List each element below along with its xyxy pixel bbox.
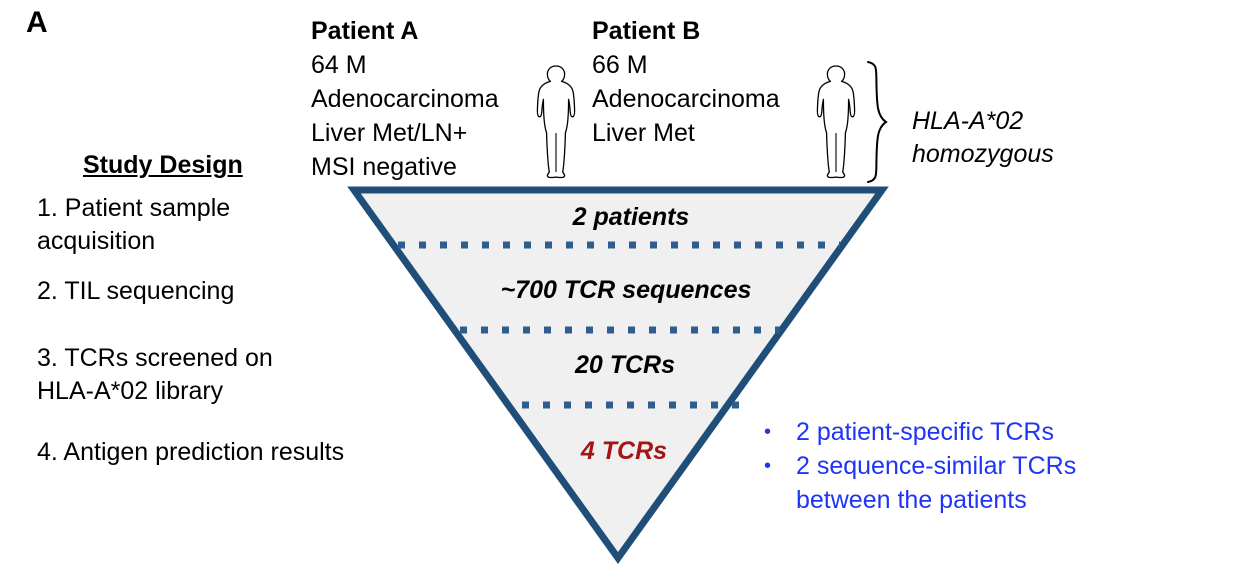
results-list: 2 patient-specific TCRs 2 sequence-simil… <box>762 415 1076 517</box>
patient-a-info: Patient A 64 M Adenocarcinoma Liver Met/… <box>311 14 499 184</box>
funnel-tier-label-1: 2 patients <box>572 203 690 231</box>
study-step-2-line-1: 2. TIL sequencing <box>37 277 235 305</box>
patient-a-name: Patient A <box>311 17 419 45</box>
study-design-heading: Study Design <box>83 151 243 179</box>
patient-b-info: Patient B 66 M Adenocarcinoma Liver Met <box>592 14 780 150</box>
patient-a-msi: MSI negative <box>311 153 457 181</box>
hla-annotation: HLA-A*02 homozygous <box>912 105 1054 171</box>
funnel-tier-label-4: 4 TCRs <box>580 437 668 465</box>
patient-b-name: Patient B <box>592 17 701 45</box>
hla-line-2: homozygous <box>912 140 1054 168</box>
funnel-triangle <box>347 186 889 565</box>
study-step-4-line-1: 4. Antigen prediction results <box>37 438 345 466</box>
patient-b-age-sex: 66 M <box>592 51 648 79</box>
study-step-1: 1. Patient sample acquisition <box>37 192 230 258</box>
study-step-2: 2. TIL sequencing <box>37 275 234 308</box>
funnel-tier-label-3: 20 TCRs <box>574 351 676 379</box>
patient-b-histology: Adenocarcinoma <box>592 85 780 113</box>
curly-brace-icon <box>867 61 888 183</box>
patient-a-site: Liver Met/LN+ <box>311 119 468 147</box>
study-step-3-line-1: 3. TCRs screened on <box>37 344 273 372</box>
hla-line-1: HLA-A*02 <box>912 107 1024 135</box>
patient-a-histology: Adenocarcinoma <box>311 85 499 113</box>
funnel-outline <box>347 186 889 565</box>
panel-label: A <box>26 6 48 39</box>
study-step-3: 3. TCRs screened on HLA-A*02 library <box>37 342 273 408</box>
funnel-tier-label-2: ~700 TCR sequences <box>500 276 752 304</box>
study-step-1-line-2: acquisition <box>37 227 156 255</box>
person-icon <box>816 65 856 179</box>
result-bullet-2-continuation: between the patients <box>796 486 1027 514</box>
study-step-1-line-1: 1. Patient sample <box>37 194 231 222</box>
result-bullet-1: 2 patient-specific TCRs <box>762 415 1076 449</box>
patient-a-age-sex: 64 M <box>311 51 367 79</box>
study-step-3-line-2: HLA-A*02 library <box>37 377 224 405</box>
study-step-4: 4. Antigen prediction results <box>37 436 344 469</box>
patient-b-site: Liver Met <box>592 119 695 147</box>
person-icon <box>536 65 576 179</box>
result-bullet-2: 2 sequence-similar TCRs <box>762 449 1076 483</box>
